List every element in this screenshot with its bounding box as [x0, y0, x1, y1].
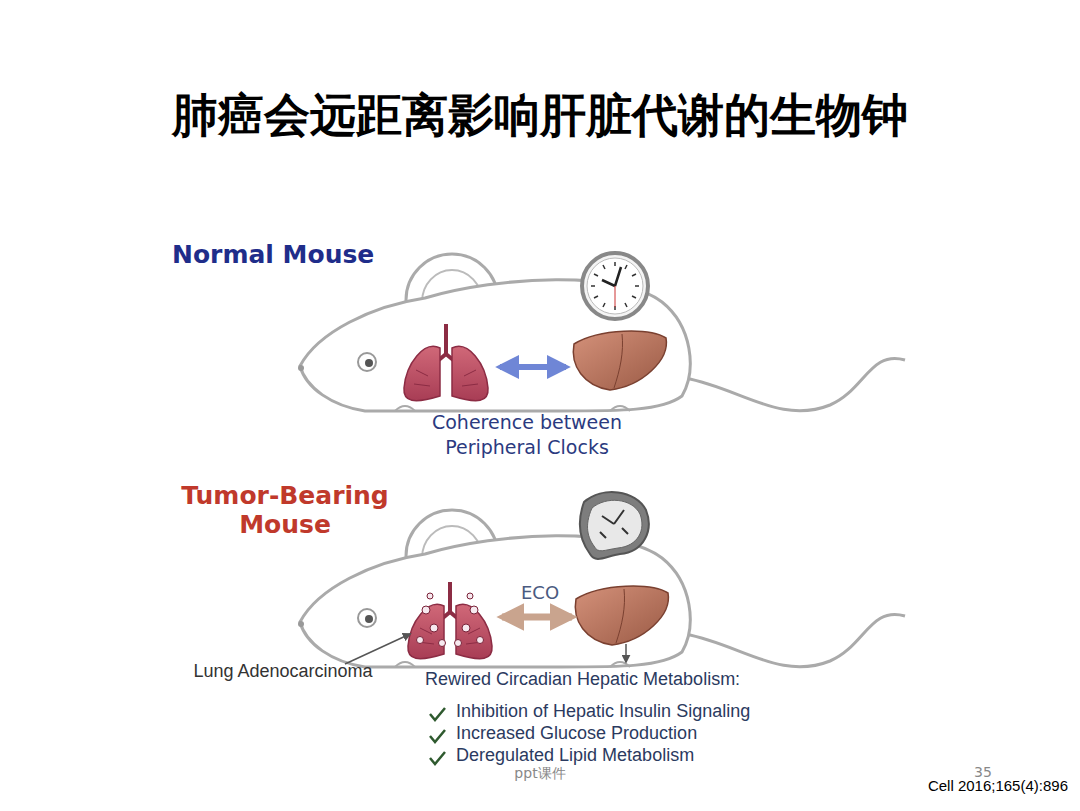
panel-label: Normal Mouse [172, 240, 374, 270]
list-item: Deregulated Lipid Metabolism [456, 745, 694, 767]
citation: Cell 2016;165(4):896 [928, 777, 1068, 795]
list-item: Inhibition of Hepatic Insulin Signaling [456, 701, 750, 723]
arrow-caption: Coherence between Peripheral Clocks [397, 410, 657, 459]
arrow-label: ECO [521, 582, 559, 604]
slide-title: 肺癌会远距离影响肝脏代谢的生物钟 [40, 88, 1040, 143]
list-heading: Rewired Circadian Hepatic Metabolism: [425, 669, 740, 691]
list-item: Increased Glucose Production [456, 723, 697, 745]
leader-label: Lung Adenocarcinoma [178, 662, 388, 681]
watermark: ppt课件 [514, 765, 565, 782]
panel-label: Tumor-Bearing Mouse [160, 482, 410, 540]
